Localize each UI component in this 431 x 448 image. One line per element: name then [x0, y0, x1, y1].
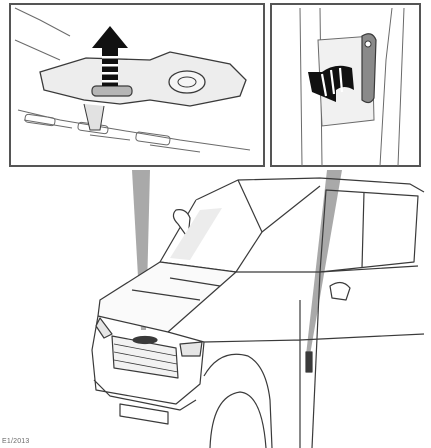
- beam-to-handle-panel: [306, 170, 342, 355]
- front-bumper: [94, 380, 196, 424]
- headlamp-right: [180, 342, 202, 356]
- handle-location-marker: [306, 352, 312, 372]
- front-wheel: [210, 392, 266, 448]
- latch-lever-bar: [92, 86, 132, 96]
- latch-bolt-hole: [169, 71, 205, 93]
- panel-latch: [10, 4, 264, 166]
- figure-reference-code: E1/2013: [2, 438, 29, 445]
- door-mirror: [330, 282, 350, 300]
- grille-badge: [133, 337, 157, 344]
- panel-release-handle: [271, 4, 420, 166]
- headlamp: [96, 318, 112, 338]
- vehicle-window-pillar: [362, 192, 364, 268]
- handle-pivot: [365, 41, 371, 47]
- front-wheel-arch: [204, 354, 272, 448]
- vehicle-bonnet: [98, 262, 236, 332]
